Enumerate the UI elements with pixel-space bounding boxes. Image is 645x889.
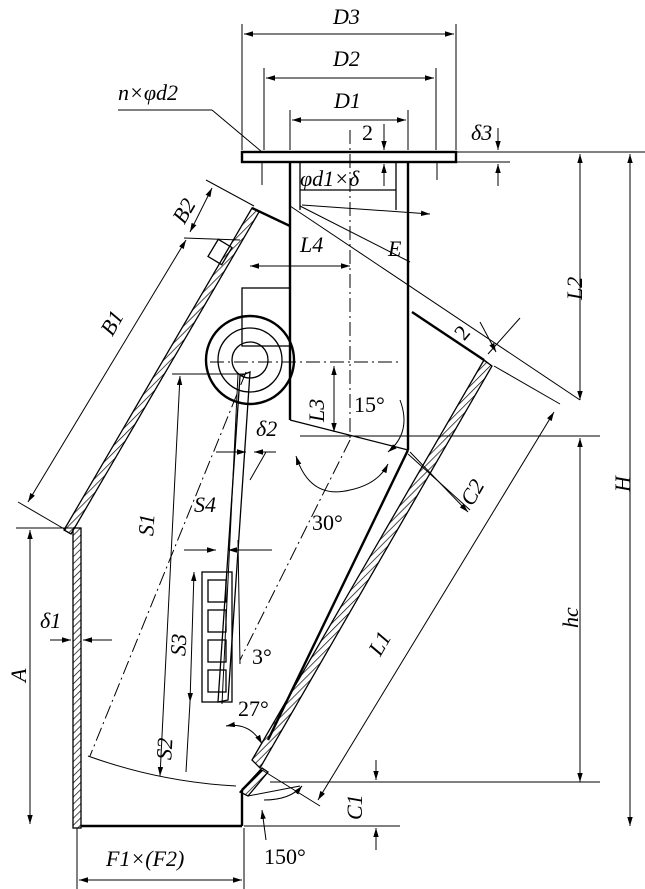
dim-A: A [6,527,72,824]
dim-L3: L3 15° [304,366,405,453]
left-inclined-plate [63,206,291,535]
right-inclined-plate [238,311,493,797]
dim-E: E [299,204,431,263]
label-E: E [387,236,402,261]
label-S2: S2 [151,737,177,760]
left-vertical-wall [72,527,82,829]
label-F: F1×(F2) [105,846,184,871]
label-H: H [610,475,635,493]
dim-delta3: δ3 [456,120,510,186]
dim-H: H [600,151,645,826]
label-angle27: 27° [238,696,269,721]
inner-deflector [266,225,410,741]
dim-D3: D3 [241,4,457,150]
angle-3: 3° [237,539,272,669]
dim-S: S1 S4 S3 S2 [133,373,272,777]
label-angle150: 150° [264,844,306,869]
angle-27: 27° [225,696,269,745]
dim-delta2: δ2 [216,416,277,481]
top-flange [240,150,458,240]
label-two-top: 2 [362,120,373,145]
dim-F: F1×(F2) [76,828,245,889]
dim-C1: C1 [244,760,400,850]
flap-gate [204,287,296,705]
label-holes: n×φd2 [118,80,178,105]
dim-L1: L1 [261,365,561,807]
leader-holes: n×φd2 [118,80,263,153]
label-angle30: 30° [312,510,343,535]
label-L2: L2 [562,277,587,301]
dim-D2: D2 [263,46,437,150]
label-two-right: 2 [449,320,475,344]
dim-delta1: δ1 [40,608,112,643]
dim-L4: L4 [250,232,350,269]
label-L1: L1 [362,627,396,661]
label-angle15: 15° [354,392,385,417]
dim-hc: hc [270,438,600,783]
label-L4: L4 [299,232,323,257]
label-delta2: δ2 [256,416,277,441]
label-D1: D1 [333,88,361,113]
label-hc: hc [558,607,583,628]
label-pipe: φd1×δ [300,166,360,191]
label-S1: S1 [133,513,159,536]
label-D3: D3 [332,4,360,29]
dim-two-top: 2 [362,120,387,186]
label-delta3: δ3 [471,120,492,145]
label-D2: D2 [332,46,360,71]
label-S3: S3 [165,633,191,656]
label-delta1: δ1 [40,608,61,633]
label-A: A [6,668,31,684]
label-S4: S4 [194,492,216,517]
angle-150: 150° [247,785,306,869]
dim-D1: D1 [289,88,409,150]
angle-30: 30° [295,455,389,535]
label-B1: B1 [95,306,129,340]
label-C1: C1 [342,794,367,820]
label-B2: B2 [167,194,201,228]
label-angle3: 3° [252,644,272,669]
counterweight [201,571,233,703]
label-L3: L3 [304,399,329,423]
